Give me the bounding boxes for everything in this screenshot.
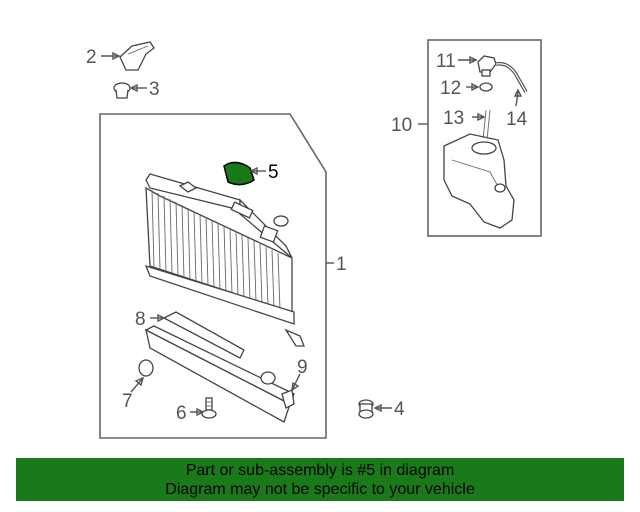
part-7-plug[interactable] xyxy=(138,359,154,377)
radiator-assembly-frame xyxy=(99,113,327,439)
callout-4: 4 xyxy=(394,399,405,420)
callout-5: 5 xyxy=(268,162,279,183)
callout-9: 9 xyxy=(297,357,308,378)
callout-3: 3 xyxy=(149,79,160,100)
reservoir-tank[interactable] xyxy=(443,133,515,229)
callout-7: 7 xyxy=(122,391,133,412)
callout-14: 14 xyxy=(506,109,528,130)
callout-6: 6 xyxy=(176,403,187,424)
part-6-bolt[interactable] xyxy=(201,397,217,419)
parts-diagram: 2 3 4 5 6 7 8 9 1 10 11 12 13 14 xyxy=(86,39,542,439)
radiator-core[interactable] xyxy=(144,173,305,347)
callout-2: 2 xyxy=(86,47,97,68)
part-4-mount[interactable] xyxy=(358,399,374,419)
banner-line-1: Part or sub-assembly is #5 in diagram xyxy=(185,462,455,479)
callout-11: 11 xyxy=(436,51,456,72)
part-14-overflow-hose[interactable] xyxy=(495,62,528,93)
callout-12: 12 xyxy=(440,78,461,99)
part-9-support[interactable] xyxy=(144,325,295,423)
part-12-o-ring[interactable] xyxy=(479,82,493,92)
callout-8: 8 xyxy=(135,309,146,330)
callout-1: 1 xyxy=(336,254,347,275)
callout-10: 10 xyxy=(391,115,412,136)
banner-line-2: Diagram may not be specific to your vehi… xyxy=(165,481,475,498)
reservoir-assembly-frame xyxy=(427,39,542,237)
leader-lines xyxy=(101,51,523,417)
part-8-seal[interactable] xyxy=(162,311,245,359)
part-2-bracket[interactable] xyxy=(119,41,155,71)
callout-13: 13 xyxy=(443,108,464,129)
part-3-grommet[interactable] xyxy=(113,82,131,99)
fitment-notice-banner: Part or sub-assembly is #5 in diagram Di… xyxy=(16,458,624,501)
part-11-reservoir-cap[interactable] xyxy=(477,55,497,77)
part-5-radiator-cap[interactable] xyxy=(223,161,255,186)
